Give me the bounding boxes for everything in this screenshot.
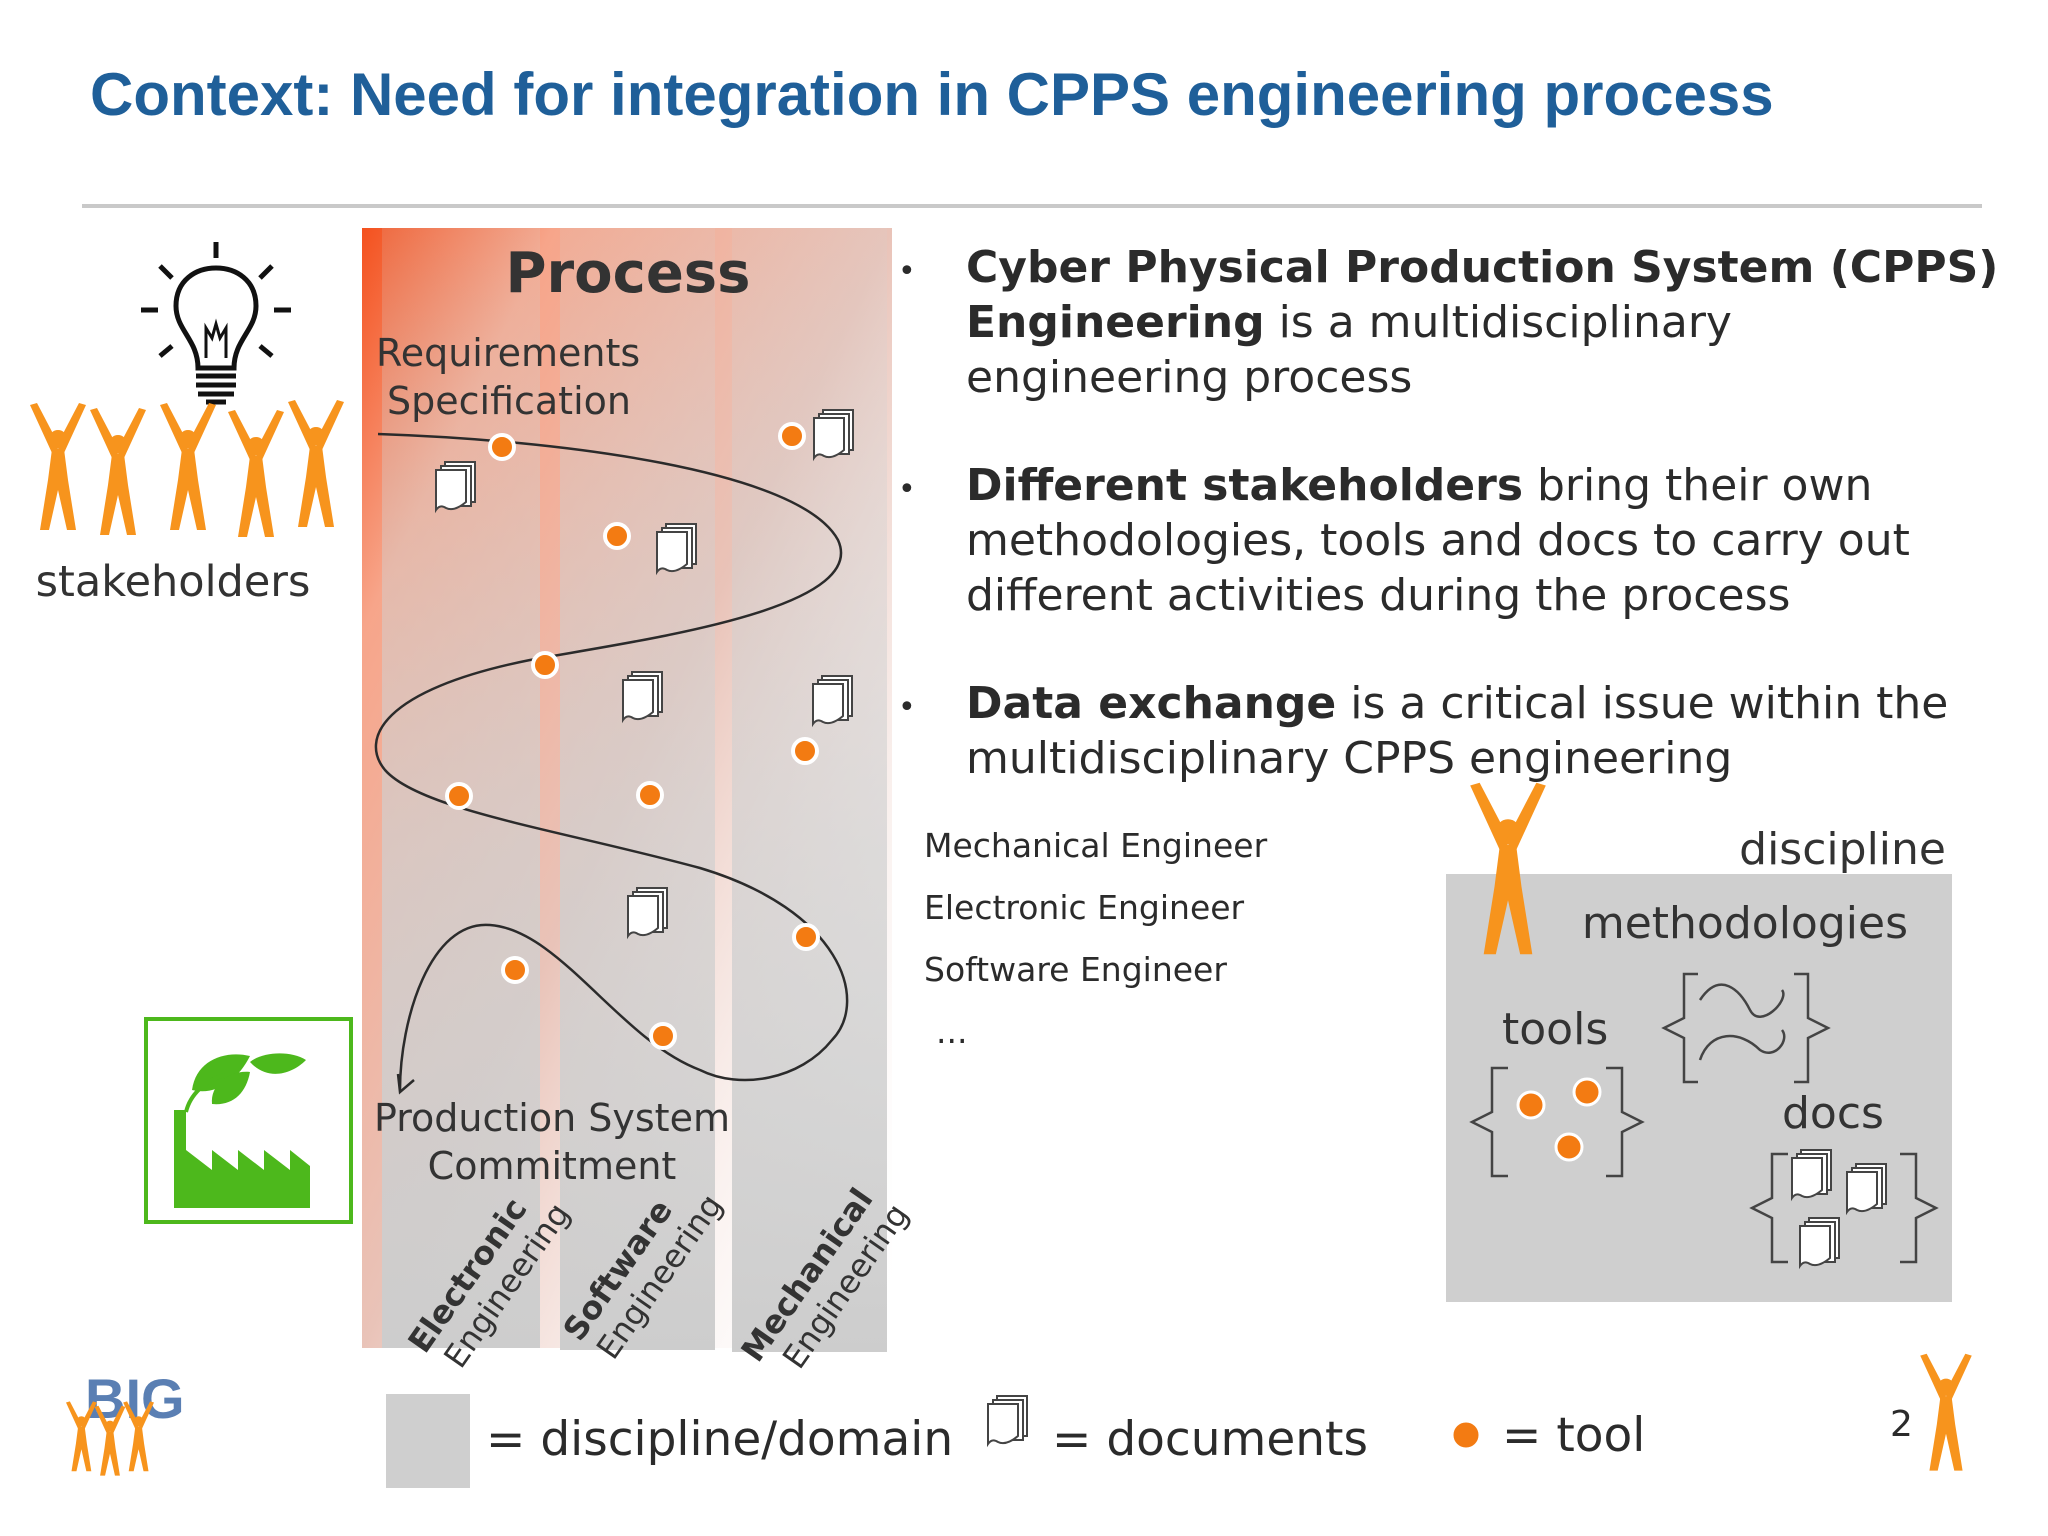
corner-person-icon [1920, 1353, 1972, 1471]
big-logo: BIG [66, 1367, 185, 1476]
page-number: 2 [1890, 1404, 1913, 1445]
bullet-text: Engineering [966, 297, 1265, 348]
tool-dot [792, 923, 820, 951]
bullet-text: Cyber Physical Production System (CPPS) [966, 242, 1999, 293]
role-item: Mechanical Engineer [924, 826, 1268, 865]
tool-dot [778, 422, 806, 450]
legend-discipline-label: = discipline/domain [486, 1412, 954, 1467]
tool-dot [531, 651, 559, 679]
legend-tool-dot [1450, 1419, 1482, 1451]
bullet-marker: • [898, 254, 916, 289]
bullet-marker: • [898, 690, 916, 725]
bullet-line: Different stakeholders bring their own [966, 458, 2048, 513]
bullet-3: Data exchange is a critical issue within… [966, 676, 2048, 786]
docs-icon [1749, 1152, 1939, 1264]
tools-icon [1469, 1066, 1645, 1178]
stakeholders-icon [30, 400, 344, 537]
bullet-text: is a multidisciplinary [1264, 297, 1732, 348]
docs-label: docs [1782, 1088, 1884, 1139]
document-icon [1799, 1217, 1840, 1267]
bullet-text: Different stakeholders [966, 460, 1524, 511]
tool-dot [791, 737, 819, 765]
process-arrowhead [396, 1073, 415, 1095]
role-item: Software Engineer [924, 950, 1227, 989]
document-icon [1846, 1163, 1887, 1213]
document-icon [813, 409, 854, 459]
production-system-label: Production System [374, 1096, 730, 1140]
bullet-line: Cyber Physical Production System (CPPS) [966, 240, 2048, 295]
factory-icon [144, 1017, 353, 1224]
bullet-line: different activities during the process [966, 568, 2048, 623]
document-icon [435, 461, 476, 511]
bullet-line: Data exchange is a critical issue within… [966, 676, 2048, 731]
column-mechanical [732, 228, 887, 1352]
bullet-1: Cyber Physical Production System (CPPS) … [966, 240, 2048, 405]
legend-tool-label: = tool [1502, 1408, 1646, 1463]
stakeholders-label: stakeholders [36, 557, 311, 607]
tools-label: tools [1502, 1004, 1608, 1055]
methodologies-icon [1661, 972, 1831, 1084]
bullet-text: engineering process [966, 352, 1413, 403]
bullet-line: multidisciplinary CPPS engineering [966, 731, 2048, 786]
process-path [374, 432, 849, 1091]
methodologies-label: methodologies [1582, 898, 1908, 949]
tool-dot [488, 433, 516, 461]
bullet-text: different activities during the process [966, 570, 1791, 621]
document-icon [622, 671, 663, 721]
bullet-line: engineering process [966, 350, 2048, 405]
bullet-text: bring their own [1523, 460, 1873, 511]
legend-documents-label: = documents [1052, 1412, 1368, 1467]
specification-label: Specification [387, 379, 631, 423]
roles-list: Mechanical Engineer Electronic Engineer … [924, 826, 1267, 1074]
document-icon [627, 887, 668, 937]
role-item: Electronic Engineer [924, 888, 1245, 927]
bullet-line: Engineering is a multidisciplinary [966, 295, 2048, 350]
commitment-label: Commitment [428, 1144, 677, 1188]
bullet-marker: • [898, 472, 916, 507]
lightbulb-icon [141, 242, 291, 405]
bullet-text: multidisciplinary CPPS engineering [966, 733, 1733, 784]
tool-dot [445, 782, 473, 810]
document-icon [812, 675, 853, 725]
requirements-label: Requirements [376, 331, 640, 375]
role-item: ... [936, 1012, 968, 1051]
tool-dot [649, 1022, 677, 1050]
tool-dot [636, 781, 664, 809]
document-icon [656, 523, 697, 573]
document-icon [1791, 1149, 1832, 1199]
slide-title: Context: Need for integration in CPPS en… [90, 61, 1774, 128]
bullet-text: methodologies, tools and docs to carry o… [966, 515, 1910, 566]
tools-dots [1516, 1077, 1602, 1162]
legend-discipline-swatch [386, 1394, 470, 1488]
bullet-line: methodologies, tools and docs to carry o… [966, 513, 2048, 568]
tool-dot [501, 956, 529, 984]
legend-document-icon [987, 1395, 1028, 1445]
bullet-text: Data exchange [966, 678, 1337, 729]
title-divider [82, 204, 1982, 208]
bullet-2: Different stakeholders bring their own m… [966, 458, 2048, 623]
process-heading: Process [506, 241, 751, 306]
tool-dot [603, 522, 631, 550]
tool-dots [445, 422, 820, 1050]
bullet-text: is a critical issue within the [1336, 678, 1949, 729]
discipline-label: discipline [1739, 824, 1946, 875]
